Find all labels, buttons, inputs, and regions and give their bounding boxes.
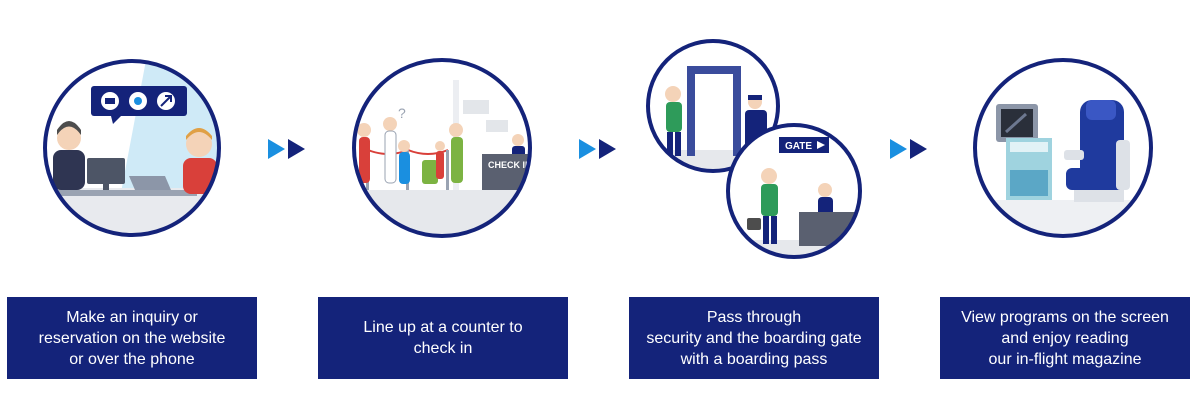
reservation-speech-bubble [91,86,187,124]
caption-line: View programs on the screen [961,308,1169,326]
caption-line: or over the phone [69,350,195,368]
next-step-arrow-1 [268,138,308,160]
step-1-illustration [7,0,257,280]
step-4-caption: View programs on the screen and enjoy re… [940,297,1190,379]
flight-icon [157,92,175,110]
step-1: Make an inquiry or reservation on the we… [7,0,257,413]
step-2: ? CHECK IN Line up at a counter to check… [318,0,568,413]
airplane-seat [1064,100,1130,202]
caption-line: Pass through [706,308,802,326]
caption-line: check in [413,340,473,357]
step-2-illustration: ? CHECK IN [318,0,568,280]
caption-line: Make an inquiry or [66,308,198,326]
seatback-screen [996,104,1038,142]
ticket-icon [101,92,119,110]
queue-figures [357,117,463,184]
operator-figure [53,121,85,190]
next-step-arrow-2 [579,138,619,160]
step-1-caption: Make an inquiry or reservation on the we… [7,297,257,379]
svg-text:?: ? [398,105,406,121]
caption-line: Line up at a counter to [363,319,523,336]
customer-figure [183,128,217,194]
next-step-arrow-3 [890,138,930,160]
step-2-caption: Line up at a counter to check in [318,297,568,379]
gate-scene: GATE [726,123,862,259]
caption-line: security and the boarding gate [646,329,862,347]
in-flight-magazine [1006,138,1052,200]
counter-sign: CHECK IN [488,160,532,170]
gate-sign: GATE [785,141,812,152]
seat-icon [129,92,147,110]
caption-line: reservation on the website [38,329,226,347]
caption-line: our in-flight magazine [988,350,1142,368]
step-4-illustration [940,0,1190,280]
caption-line: with a boarding pass [680,350,828,368]
caption-line: and enjoy reading [1001,329,1129,347]
step-3: GATE Pass through security and the board… [629,0,879,413]
step-3-illustration: GATE [629,0,879,280]
step-4: View programs on the screen and enjoy re… [940,0,1190,413]
step-3-caption: Pass through security and the boarding g… [629,297,879,379]
